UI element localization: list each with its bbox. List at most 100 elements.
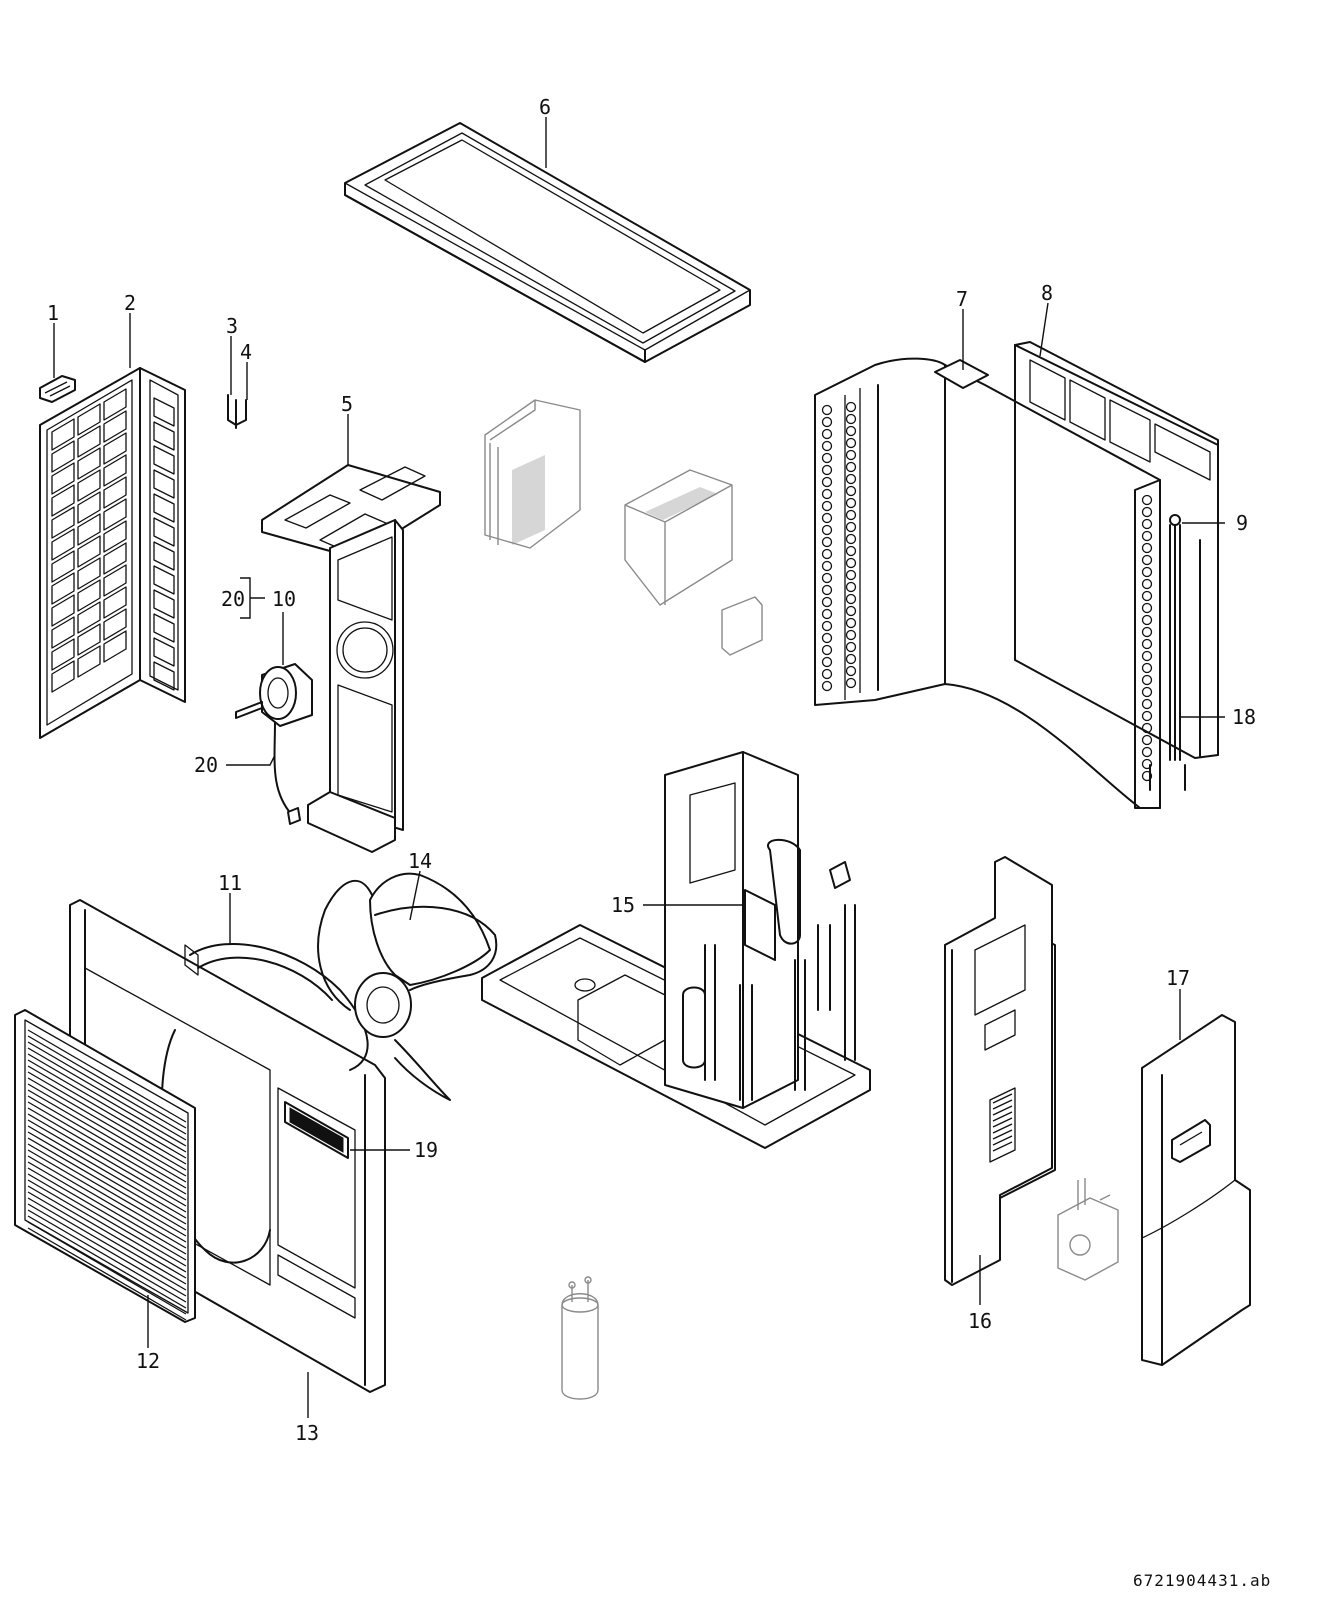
grille-cell [103, 432, 127, 465]
fan-blade-part [317, 872, 498, 1101]
coil-loop [1141, 686, 1153, 698]
coil-loop [1141, 710, 1153, 722]
grille-cell [51, 550, 75, 583]
label-15: 15 [611, 893, 635, 917]
coil-loops [821, 401, 1153, 782]
grille-slat [27, 1155, 187, 1249]
coil-loop [845, 533, 857, 545]
coil-loop [1141, 698, 1153, 710]
coil-loop [821, 608, 833, 620]
grille-cell [77, 447, 101, 480]
label-20-cable: 20 [194, 753, 218, 777]
grille-cell [77, 623, 101, 656]
label-13: 13 [295, 1421, 319, 1445]
grille-slat [27, 1167, 187, 1261]
grille-slat [27, 1059, 187, 1153]
side-vents [992, 1093, 1013, 1152]
grille-slat [27, 1107, 187, 1201]
grille-cell [77, 557, 101, 590]
grille-slat [27, 1041, 187, 1135]
grille-cell [77, 601, 101, 634]
grille-slat [27, 1203, 187, 1297]
grille-cell [153, 589, 175, 619]
coil-loop [1141, 638, 1153, 650]
coil-loop [845, 521, 857, 533]
label-17: 17 [1166, 966, 1190, 990]
label-7: 7 [956, 287, 968, 311]
grille-slat [27, 1119, 187, 1213]
grille-slat [27, 1143, 187, 1237]
coil-loop [1141, 602, 1153, 614]
coil-loop [845, 665, 857, 677]
grille-cell [51, 462, 75, 495]
vent-slot [992, 1099, 1013, 1110]
grille-slat [27, 1125, 187, 1219]
condenser-coil-part [814, 357, 1161, 809]
grille-cell [51, 440, 75, 473]
grille-slat [27, 1149, 187, 1243]
coil-loop [845, 677, 857, 689]
coil-loop [845, 461, 857, 473]
grille-cell [103, 608, 127, 641]
side-panel-part [944, 856, 1056, 1286]
grille-cell [153, 469, 175, 499]
coil-loop [821, 452, 833, 464]
coil-loop [821, 548, 833, 560]
reference-code: 6721904431.ab [1133, 1571, 1271, 1590]
label-6: 6 [539, 95, 551, 119]
grille-cell [77, 403, 101, 436]
grille-cell [77, 491, 101, 524]
grille-cell [51, 660, 75, 693]
grille-cell [153, 613, 175, 643]
vent-slot [992, 1093, 1013, 1104]
label-10: 10 [272, 587, 296, 611]
grille-slat [27, 1227, 187, 1321]
coil-loop [1141, 542, 1153, 554]
label-5: 5 [341, 392, 353, 416]
grille-cell [77, 535, 101, 568]
coil-loop [1141, 734, 1153, 746]
grille-cell [153, 517, 175, 547]
coil-loop [845, 473, 857, 485]
coil-loop [821, 428, 833, 440]
label-14: 14 [408, 849, 432, 873]
grille-cell [51, 594, 75, 627]
grille-slat [27, 1095, 187, 1189]
coil-loop [821, 404, 833, 416]
grille-cell [51, 616, 75, 649]
rear-grille-part [1014, 341, 1219, 761]
grille-slat [27, 1137, 187, 1231]
top-cover-part [344, 122, 751, 363]
grille-slat [27, 1131, 187, 1225]
grille-cell [103, 476, 127, 509]
grille-slat [27, 1197, 187, 1291]
coil-loop [821, 488, 833, 500]
coil-loop [821, 500, 833, 512]
vent-slot [992, 1135, 1013, 1146]
label-18: 18 [1232, 705, 1256, 729]
grille-cell [77, 425, 101, 458]
grille-slat [27, 1173, 187, 1267]
vent-slot [992, 1123, 1013, 1134]
coil-loop [1141, 506, 1153, 518]
coil-loop [1141, 494, 1153, 506]
service-cover-part [1141, 1014, 1251, 1366]
grille-cell [153, 565, 175, 595]
coil-loop [821, 572, 833, 584]
coil-loop [1141, 518, 1153, 530]
valve-block-part [1057, 1178, 1119, 1281]
grille-cell [103, 520, 127, 553]
hook-part [227, 394, 247, 429]
coil-loop [845, 641, 857, 653]
grille-slat [27, 1101, 187, 1195]
grille-cell [153, 397, 175, 427]
grille-cell [153, 541, 175, 571]
vent-slot [992, 1129, 1013, 1140]
grille-slat [27, 1065, 187, 1159]
coil-loop [821, 476, 833, 488]
grille-cell [51, 506, 75, 539]
grille-cell [153, 661, 175, 691]
grille-cell [77, 513, 101, 546]
grille-cell [51, 418, 75, 451]
